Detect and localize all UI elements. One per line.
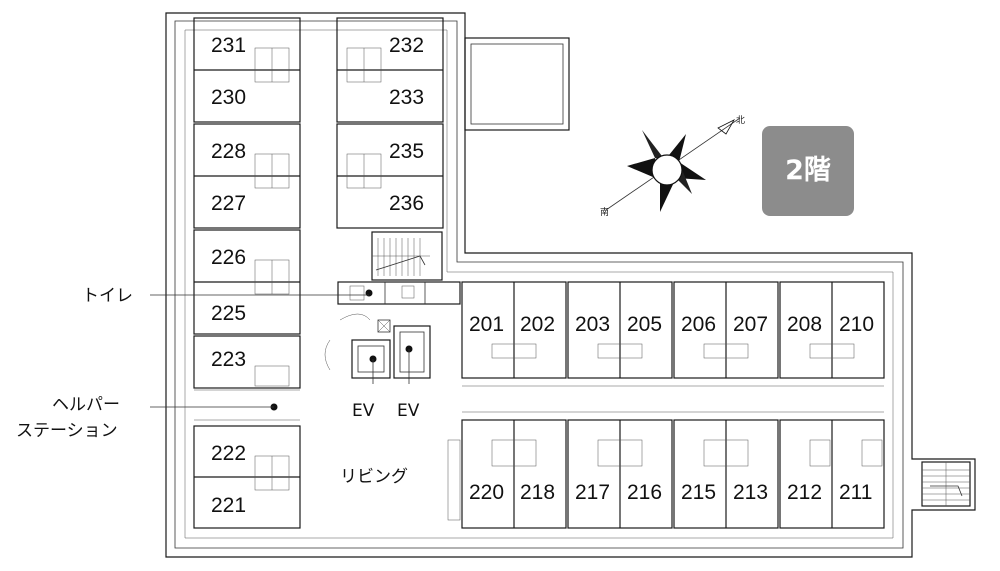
building-outline: [165, 12, 976, 558]
floor-badge: 2階: [762, 126, 854, 216]
bathroom-fixtures: [254, 47, 883, 491]
room-218: 218: [520, 481, 555, 504]
room-205: 205: [627, 313, 662, 336]
left-room-block: [193, 17, 301, 529]
toilet-label: トイレ: [82, 286, 133, 306]
lower-wing-rooms: [461, 419, 885, 529]
room-226: 226: [211, 246, 246, 269]
toilet-area: [337, 281, 461, 305]
room-233: 233: [389, 86, 424, 109]
room-232: 232: [389, 34, 424, 57]
roof-terrace: [464, 37, 570, 131]
room-230: 230: [211, 86, 246, 109]
helper-station-label-line2: ステーション: [16, 421, 118, 441]
room-206: 206: [681, 313, 716, 336]
room-210: 210: [839, 313, 874, 336]
room-211: 211: [839, 481, 872, 504]
upper-wing-rooms: [461, 281, 885, 379]
room-212: 212: [787, 481, 822, 504]
compass-north-label: 北: [736, 115, 745, 126]
room-228: 228: [211, 140, 246, 163]
elevator-core: [351, 319, 431, 384]
stairs-lower: [921, 461, 971, 507]
room-208: 208: [787, 313, 822, 336]
room-numbers: 231 230 228 227 226 225 223 222 221 232 …: [211, 34, 874, 517]
room-215: 215: [681, 481, 716, 504]
corridor: [194, 385, 884, 421]
room-235: 235: [389, 140, 424, 163]
area-labels: トイレ ヘルパー ステーション EV EV リビング: [16, 286, 420, 487]
room-231: 231: [211, 34, 246, 57]
stairs-upper: [371, 231, 443, 281]
room-222: 222: [211, 442, 246, 465]
room-227: 227: [211, 192, 246, 215]
room-207: 207: [733, 313, 768, 336]
room-225: 225: [211, 302, 246, 325]
living-furniture: [324, 313, 461, 521]
room-201: 201: [469, 313, 504, 336]
helper-station-label-line1: ヘルパー: [52, 395, 120, 415]
center-room-block: [336, 17, 444, 229]
room-213: 213: [733, 481, 768, 504]
room-221: 221: [211, 494, 246, 517]
room-220: 220: [469, 481, 504, 504]
room-236: 236: [389, 192, 424, 215]
room-216: 216: [627, 481, 662, 504]
floor-label: 2階: [785, 155, 831, 186]
elevator-2-label: EV: [397, 401, 420, 421]
compass-south-label: 南: [600, 206, 609, 218]
room-203: 203: [575, 313, 610, 336]
living-label: リビング: [340, 467, 408, 487]
compass: 北 南: [600, 115, 745, 218]
room-217: 217: [575, 481, 610, 504]
elevator-1-label: EV: [352, 401, 375, 421]
room-223: 223: [211, 348, 246, 371]
room-202: 202: [520, 313, 555, 336]
